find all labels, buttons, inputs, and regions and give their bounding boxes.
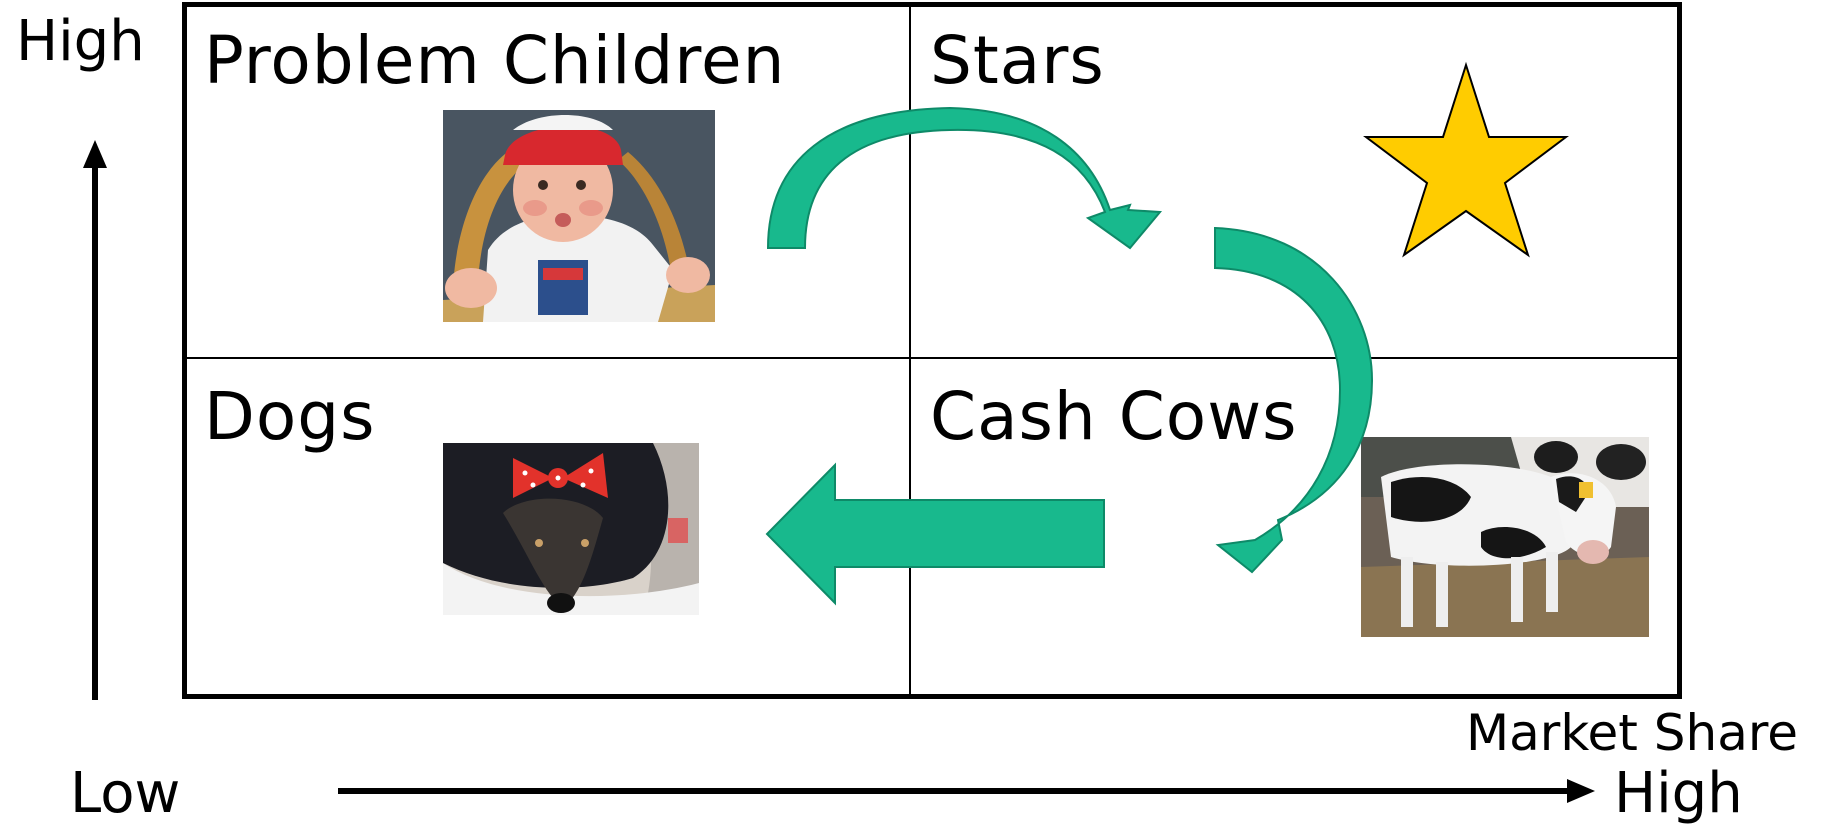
matrix-horizontal-divider [182, 357, 1682, 359]
cow-photo [1361, 437, 1649, 637]
quadrant-title-cash-cows: Cash Cows [930, 378, 1298, 455]
x-axis-low-label: Low [70, 761, 181, 826]
matrix-vertical-divider [909, 2, 911, 699]
x-axis-name-label: Market Share [1466, 704, 1799, 762]
y-axis-arrow [83, 140, 107, 700]
x-axis-arrow [338, 779, 1595, 803]
quadrant-title-stars: Stars [930, 22, 1105, 99]
dog-photo [443, 443, 699, 615]
x-axis-high-label: High [1614, 761, 1743, 826]
y-axis-high-label: High [16, 9, 145, 74]
bcg-matrix-frame [182, 2, 1682, 699]
quadrant-title-dogs: Dogs [204, 378, 376, 455]
quadrant-title-problem-children: Problem Children [204, 22, 786, 99]
baby-photo [443, 110, 715, 322]
